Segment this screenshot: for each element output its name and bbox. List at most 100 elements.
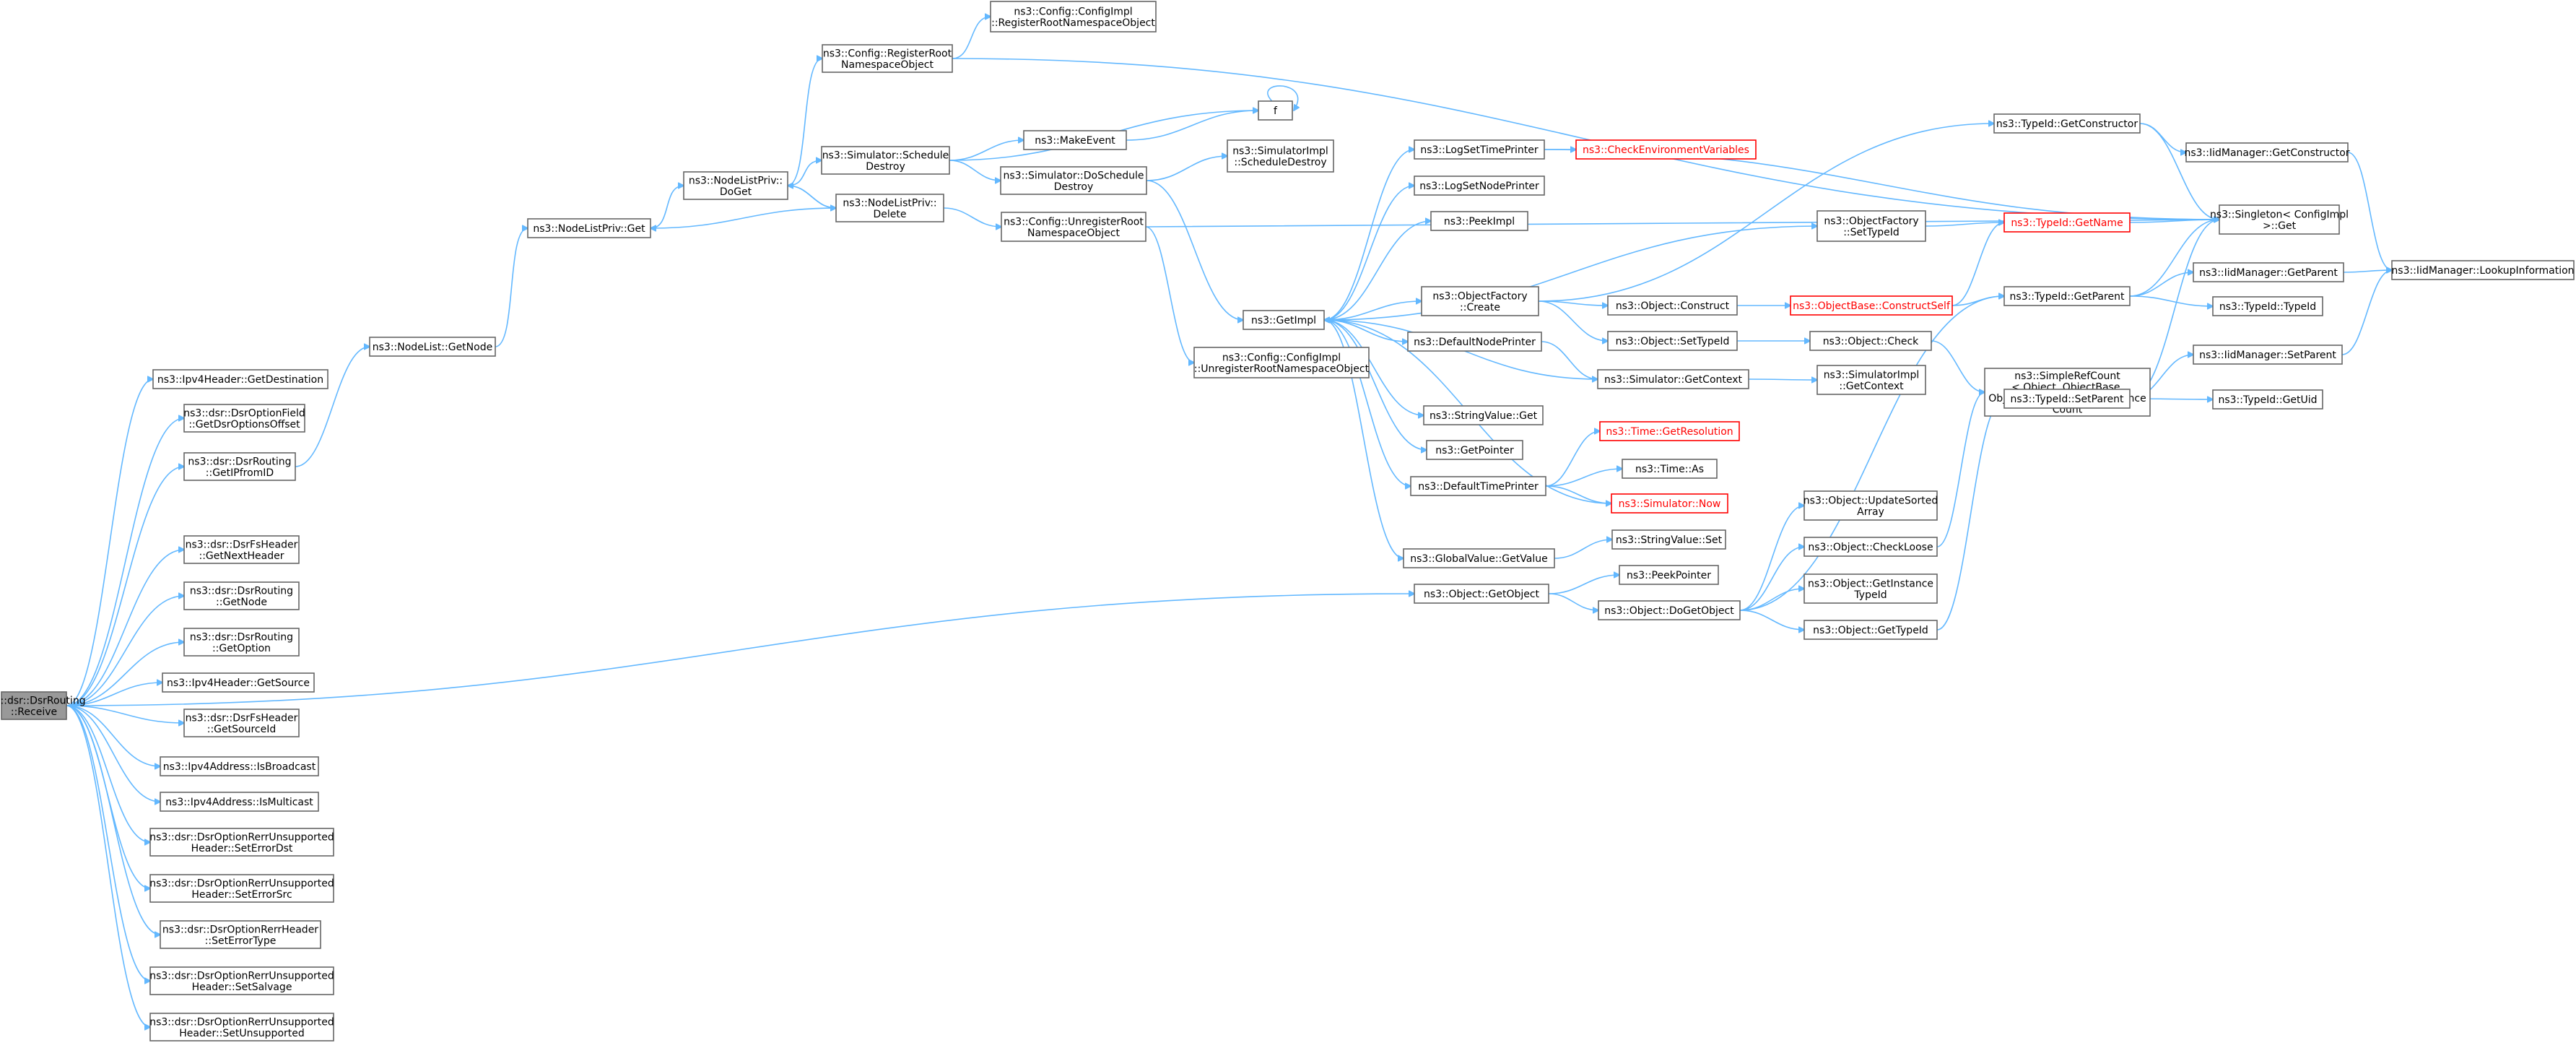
node-label-line: ::ScheduleDestroy [1234, 157, 1326, 168]
node-box [1803, 537, 1938, 557]
node-object-checkloose[interactable]: ns3::Object::CheckLoose [1803, 537, 1938, 557]
node-label-line: ns3::Object::Check [1823, 336, 1919, 347]
node-receive[interactable]: ns3::dsr::DsrRouting::Receive [0, 691, 86, 720]
node-getoption[interactable]: ns3::dsr::DsrRouting::GetOption [183, 628, 300, 657]
edge-getimpl-to-stringvalue-get [1323, 319, 1424, 415]
node-logsetnodeprinter[interactable]: ns3::LogSetNodePrinter [1414, 176, 1545, 196]
node-sim-now[interactable]: ns3::Simulator::Now [1611, 493, 1728, 514]
node-box [1598, 600, 1741, 620]
node-typeid-getparent[interactable]: ns3::TypeId::GetParent [2003, 286, 2131, 306]
node-object-getobject[interactable]: ns3::Object::GetObject [1414, 584, 1549, 604]
node-nlp-get[interactable]: ns3::NodeListPriv::Get [527, 218, 651, 238]
node-objfactory-settypeid[interactable]: ns3::ObjectFactory::SetTypeId [1816, 210, 1926, 242]
node-ismulticast[interactable]: ns3::Ipv4Address::IsMulticast [160, 792, 319, 812]
node-defaultnodeprinter[interactable]: ns3::DefaultNodePrinter [1407, 332, 1542, 352]
node-seterrortype[interactable]: ns3::dsr::DsrOptionRerrHeader::SetErrorT… [160, 920, 321, 949]
node-label-line: ns3::GlobalValue::GetValue [1410, 553, 1547, 565]
node-sim-scheduledestroy[interactable]: ns3::Simulator::ScheduleDestroy [821, 146, 950, 175]
node-cfg-unregisterroot[interactable]: ns3::Config::UnregisterRootNamespaceObje… [1001, 212, 1146, 242]
node-ipv4-getsource[interactable]: ns3::Ipv4Header::GetSource [162, 672, 315, 693]
node-cfgimpl-unregisterroot[interactable]: ns3::Config::ConfigImpl::UnregisterRootN… [1193, 347, 1370, 378]
node-getpointer[interactable]: ns3::GetPointer [1426, 440, 1523, 460]
node-object-dogetobject[interactable]: ns3::Object::DoGetObject [1598, 600, 1741, 620]
node-iidmgr-lookupinfo[interactable]: ns3::IidManager::LookupInformation [2391, 260, 2575, 280]
node-logsettimeprinter[interactable]: ns3::LogSetTimePrinter [1414, 139, 1545, 160]
edge-receive-to-object-getobject [66, 594, 1414, 706]
node-makeevent[interactable]: ns3::MakeEvent [1023, 130, 1127, 150]
node-singleton-get[interactable]: ns3::Singleton< ConfigImpl>::Get [2210, 204, 2349, 235]
node-box [2193, 262, 2344, 282]
node-stringvalue-set[interactable]: ns3::StringValue::Set [1611, 529, 1726, 550]
node-label-line: ns3::TypeId::GetName [2011, 217, 2123, 229]
edge-objbase-constructself-to-typeid-getparent [1951, 296, 2004, 306]
node-getimpl[interactable]: ns3::GetImpl [1243, 310, 1325, 330]
node-iidmgr-getparent[interactable]: ns3::IidManager::GetParent [2193, 262, 2344, 282]
node-simimpl-getcontext[interactable]: ns3::SimulatorImpl::GetContext [1816, 365, 1926, 395]
node-getsourceid[interactable]: ns3::dsr::DsrFsHeader::GetSourceId [183, 709, 300, 737]
node-typeid-typeid[interactable]: ns3::TypeId::TypeId [2212, 296, 2323, 316]
node-label-line: ns3::Time::As [1635, 464, 1704, 475]
node-peekpointer[interactable]: ns3::PeekPointer [1619, 565, 1719, 585]
node-setsalvage[interactable]: ns3::dsr::DsrOptionRerrUnsupportedHeader… [149, 966, 334, 995]
node-objbase-constructself[interactable]: ns3::ObjectBase::ConstructSelf [1790, 295, 1953, 316]
node-typeid-getconstructor[interactable]: ns3::TypeId::GetConstructor [1993, 113, 2141, 134]
node-peekimpl[interactable]: ns3::PeekImpl [1430, 211, 1528, 231]
node-label-line: Destroy [1054, 181, 1093, 193]
node-label-line: ::SetTypeId [1843, 227, 1900, 238]
node-object-gettypeid[interactable]: ns3::Object::GetTypeId [1803, 620, 1938, 640]
node-box [2003, 286, 2131, 306]
node-objfactory-create[interactable]: ns3::ObjectFactory::Create [1421, 286, 1539, 316]
node-nlp-delete[interactable]: ns3::NodeListPriv::Delete [835, 194, 944, 222]
node-box [835, 194, 944, 222]
node-time-as[interactable]: ns3::Time::As [1622, 459, 1718, 479]
node-setunsupported[interactable]: ns3::dsr::DsrOptionRerrUnsupportedHeader… [149, 1013, 334, 1041]
node-getnextheader[interactable]: ns3::dsr::DsrFsHeader::GetNextHeader [183, 535, 300, 564]
node-object-construct[interactable]: ns3::Object::Construct [1607, 295, 1738, 316]
node-object-settypeid[interactable]: ns3::Object::SetTypeId [1607, 331, 1738, 351]
node-defaulttimeprinter[interactable]: ns3::DefaultTimePrinter [1410, 476, 1546, 496]
node-cfg-registerroot[interactable]: ns3::Config::RegisterRootNamespaceObject [822, 44, 953, 73]
node-label-line: ::GetNode [216, 597, 267, 608]
node-box [1243, 310, 1325, 330]
node-stringvalue-get[interactable]: ns3::StringValue::Get [1423, 405, 1544, 425]
node-typeid-setparent[interactable]: ns3::TypeId::SetParent [2003, 389, 2131, 409]
node-f[interactable]: f [1258, 100, 1293, 121]
node-isbroadcast[interactable]: ns3::Ipv4Address::IsBroadcast [160, 756, 319, 776]
node-object-check[interactable]: ns3::Object::Check [1809, 331, 1932, 351]
node-label-line: ns3::Ipv4Address::IsBroadcast [163, 761, 316, 773]
node-label-line: ns3::Singleton< ConfigImpl [2210, 209, 2349, 220]
node-ipv4-getdest[interactable]: ns3::Ipv4Header::GetDestination [152, 369, 328, 389]
node-seterrorsrc[interactable]: ns3::dsr::DsrOptionRerrUnsupportedHeader… [149, 874, 334, 903]
node-checkenv[interactable]: ns3::CheckEnvironmentVariables [1575, 139, 1757, 160]
node-label-line: ns3::DefaultTimePrinter [1418, 481, 1539, 493]
node-nodelist-getnode[interactable]: ns3::NodeList::GetNode [369, 337, 496, 357]
node-box [183, 581, 300, 610]
edge-receive-to-setsalvage [66, 705, 150, 981]
node-label-line: f [1274, 105, 1278, 117]
node-iidmgr-getconstructor[interactable]: ns3::IidManager::GetConstructor [2184, 142, 2350, 163]
edge-iidmgr-getconstructor-to-iidmgr-lookupinfo [2347, 152, 2392, 270]
node-label-line: ns3::LogSetTimePrinter [1420, 144, 1539, 156]
node-getipfromid[interactable]: ns3::dsr::DsrRouting::GetIPfromID [183, 452, 296, 481]
node-time-getresolution[interactable]: ns3::Time::GetResolution [1599, 421, 1740, 441]
node-box [152, 369, 328, 389]
edge-cfg-unregisterroot-to-cfgimpl-unregisterroot [1145, 226, 1194, 363]
node-getdsroptoffset[interactable]: ns3::dsr::DsrOptionField::GetDsrOptionsO… [183, 404, 305, 433]
node-box [1809, 331, 1932, 351]
node-simimpl-scheduledestroy[interactable]: ns3::SimulatorImpl::ScheduleDestroy [1227, 139, 1334, 173]
node-typeid-getuid[interactable]: ns3::TypeId::GetUid [2212, 389, 2323, 410]
node-box [1421, 286, 1539, 316]
node-iidmgr-setparent[interactable]: ns3::IidManager::SetParent [2193, 345, 2343, 365]
node-getnode-dsr[interactable]: ns3::dsr::DsrRouting::GetNode [183, 581, 300, 610]
node-seterrordst[interactable]: ns3::dsr::DsrOptionRerrUnsupportedHeader… [149, 828, 334, 857]
node-label-line: ns3::StringValue::Get [1430, 410, 1538, 422]
node-cfgimpl-registerroot[interactable]: ns3::Config::ConfigImpl::RegisterRootNam… [990, 1, 1157, 33]
node-typeid-getname[interactable]: ns3::TypeId::GetName [2003, 212, 2131, 233]
node-nlp-doget[interactable]: ns3::NodeListPriv::DoGet [683, 171, 788, 200]
node-globalvalue-getvalue[interactable]: ns3::GlobalValue::GetValue [1403, 548, 1555, 568]
node-box [1, 691, 67, 720]
node-sim-getcontext[interactable]: ns3::Simulator::GetContext [1597, 369, 1749, 389]
